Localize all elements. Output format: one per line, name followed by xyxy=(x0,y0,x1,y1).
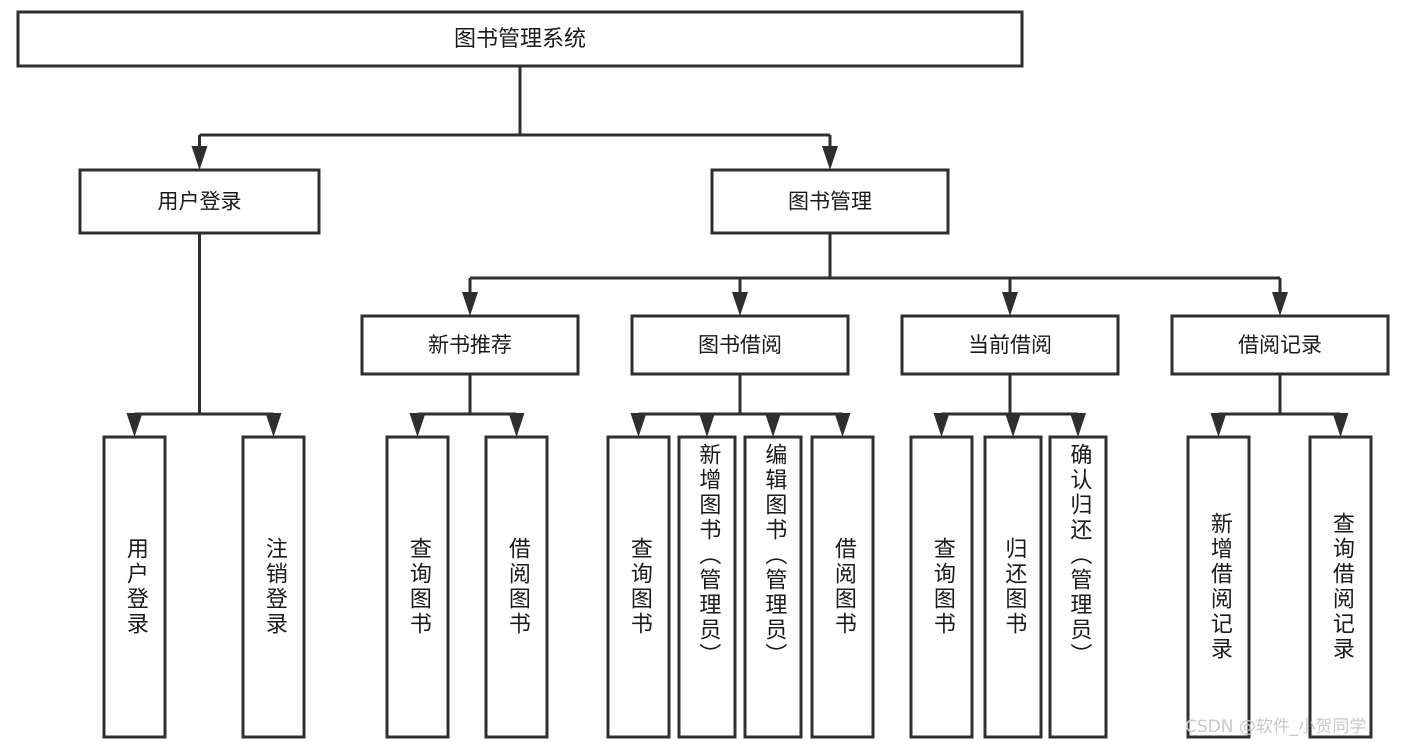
node-leaf-box-12[interactable] xyxy=(1308,435,1373,739)
node-l3-box-0[interactable] xyxy=(360,314,580,376)
node-leaf-box-0[interactable] xyxy=(102,435,167,739)
node-l2-label-0: 用户登录 xyxy=(158,190,242,214)
node-leaf-box-7[interactable] xyxy=(810,435,875,739)
node-l3-label-0: 新书推荐 xyxy=(428,333,512,357)
node-root-label: 图书管理系统 xyxy=(454,27,586,52)
node-root-box[interactable] xyxy=(16,10,1024,68)
node-l3-box-1[interactable] xyxy=(630,314,850,376)
node-l3-box-2[interactable] xyxy=(900,314,1120,376)
node-l2-label-1: 图书管理 xyxy=(788,190,872,214)
node-leaf-box-6[interactable] xyxy=(743,435,803,739)
node-leaf-box-8[interactable] xyxy=(909,435,974,739)
node-l2-box-0[interactable] xyxy=(78,168,321,235)
node-leaf-box-3[interactable] xyxy=(484,435,549,739)
node-l3-label-3: 借阅记录 xyxy=(1238,333,1322,357)
node-leaf-box-2[interactable] xyxy=(385,435,450,739)
node-leaf-box-9[interactable] xyxy=(983,435,1043,739)
node-l3-box-3[interactable] xyxy=(1170,314,1390,376)
connector-layer xyxy=(126,66,1349,437)
node-leaf-box-10[interactable] xyxy=(1048,435,1108,739)
node-leaf-box-4[interactable] xyxy=(606,435,671,739)
node-leaf-box-1[interactable] xyxy=(241,435,306,739)
node-leaf-box-5[interactable] xyxy=(677,435,737,739)
node-leaf-box-11[interactable] xyxy=(1186,435,1251,739)
node-l3-label-1: 图书借阅 xyxy=(698,333,782,357)
node-l2-box-1[interactable] xyxy=(710,168,950,235)
node-box-layer xyxy=(16,10,1390,739)
node-l3-label-2: 当前借阅 xyxy=(968,333,1052,357)
